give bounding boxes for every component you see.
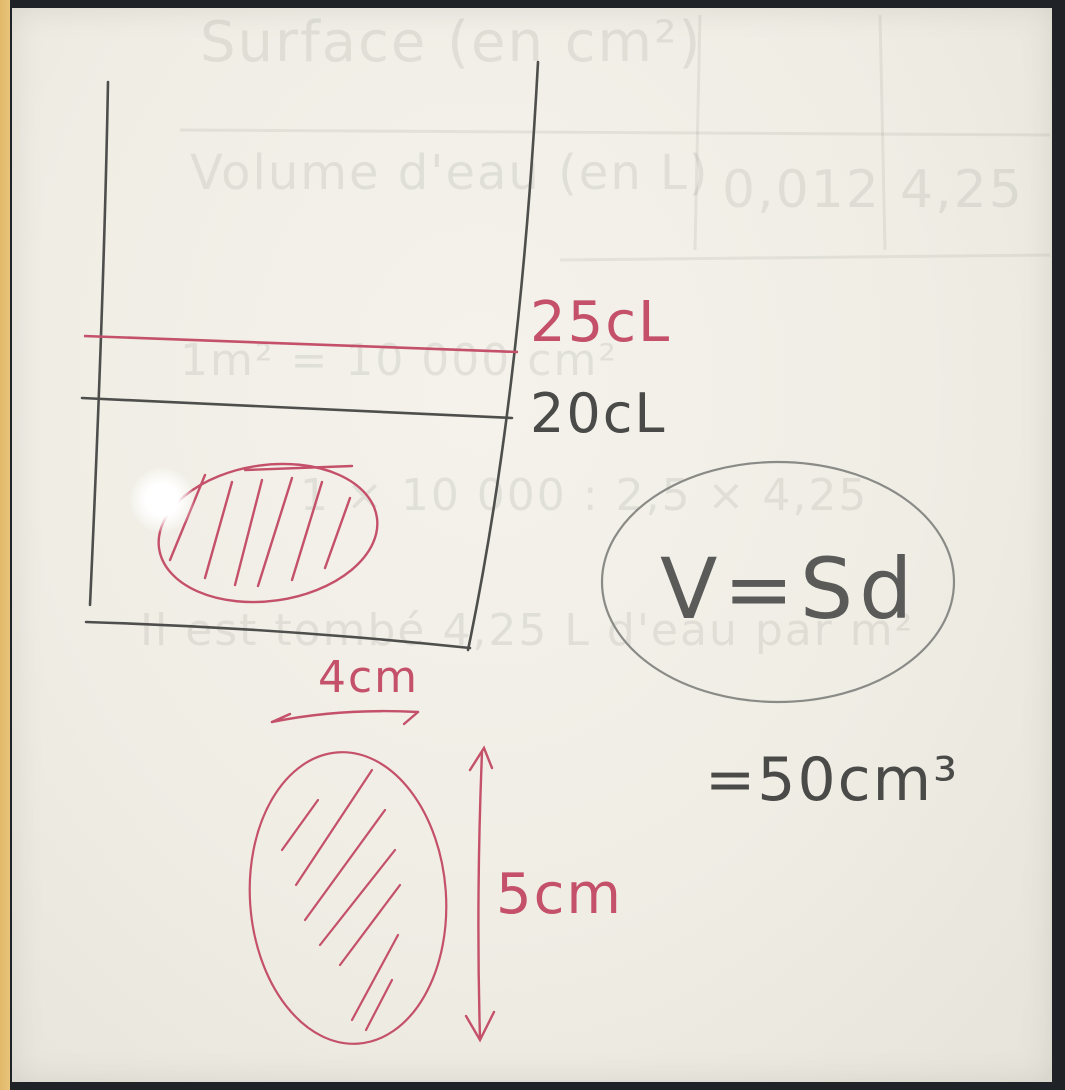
height-arrow [477, 750, 484, 1040]
ghost-text-volume: Volume d'eau (en L) [190, 145, 710, 201]
ghost-text-calculation: 1 × 10 000 : 2,5 × 4,25 [300, 470, 869, 521]
beaker-bottom [84, 620, 472, 650]
light-glare [130, 468, 194, 532]
beaker-right-wall [466, 60, 540, 652]
height-label: 5cm [496, 862, 623, 927]
ghost-text-value-1: 0,012 [722, 160, 881, 220]
volume-formula: V=Sd [660, 540, 919, 638]
level-line-25cl [83, 334, 519, 354]
level-label-25cl: 25cL [530, 290, 672, 355]
formula-circle [600, 460, 956, 704]
volume-result: =50cm³ [705, 745, 960, 815]
width-label: 4cm [318, 652, 420, 703]
width-arrow [270, 709, 420, 724]
ghost-text-value-2: 4,25 [900, 160, 1024, 220]
beaker-left-wall [88, 80, 110, 607]
level-label-20cl: 20cL [530, 382, 667, 445]
whiteboard [12, 8, 1052, 1082]
ghost-text-surface: Surface (en cm²) [200, 10, 703, 75]
level-line-20cl [80, 396, 514, 420]
base-ellipse-small [157, 462, 379, 604]
base-ellipse-large [248, 751, 448, 1045]
